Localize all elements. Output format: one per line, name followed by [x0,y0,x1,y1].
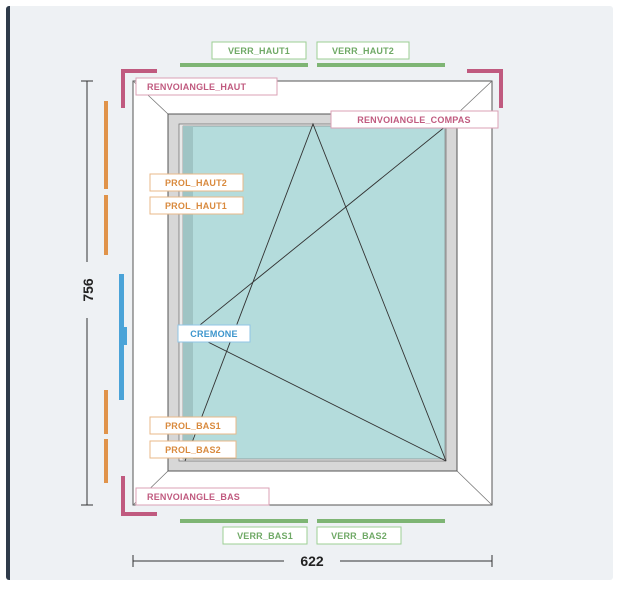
prol-haut2-tag: PROL_HAUT2 [149,173,244,192]
verr-haut1-bar [180,63,308,67]
renvoiangle-haut-label: RENVOIANGLE_HAUT [147,82,247,92]
prol-bas2-label: PROL_BAS2 [165,445,221,455]
prol-haut1-label: PROL_HAUT1 [165,201,227,211]
width-dimension-label: 622 [300,553,324,569]
height-dimension-label: 756 [80,278,96,302]
prol-bas2-tag: PROL_BAS2 [149,440,237,459]
verr-bas1-tag: VERR_BAS1 [222,526,308,545]
verr-haut2-bar [317,63,445,67]
renvoiangle-bas-tag: RENVOIANGLE_BAS [135,487,270,506]
verr-haut1-label: VERR_HAUT1 [228,46,290,56]
prol-haut2-label: PROL_HAUT2 [165,178,227,188]
prol-bas1-label: PROL_BAS1 [165,421,221,431]
verr-haut2-tag: VERR_HAUT2 [316,41,410,60]
cremone-label: CREMONE [190,329,237,339]
verr-bas1-label: VERR_BAS1 [237,531,293,541]
renvoiangle-haut-bracket [121,69,157,108]
renvoiangle-haut-tag: RENVOIANGLE_HAUT [135,77,278,96]
verr-bas2-tag: VERR_BAS2 [316,526,402,545]
renvoiangle-compas-label: RENVOIANGLE_COMPAS [357,115,470,125]
renvoiangle-compas-tag: RENVOIANGLE_COMPAS [330,110,499,129]
cremone-handle [119,327,127,345]
prol-haut2-bar [104,101,108,189]
renvoiangle-compas-bracket [467,69,503,108]
renvoiangle-bas-label: RENVOIANGLE_BAS [147,492,240,502]
prol-bas1-tag: PROL_BAS1 [149,416,237,435]
verr-bas2-label: VERR_BAS2 [331,531,387,541]
prol-bas2-bar [104,439,108,483]
cremone-tag: CREMONE [177,324,251,343]
miter-tr [456,80,493,115]
renvoiangle-bas-bracket [121,476,157,516]
prol-haut1-tag: PROL_HAUT1 [149,196,244,215]
glass-shade [183,126,193,459]
prol-haut1-bar [104,195,108,255]
verr-haut2-label: VERR_HAUT2 [332,46,394,56]
miter-br [456,470,493,506]
prol-bas1-bar [104,390,108,434]
verr-bas2-bar [317,519,445,523]
tilt-symbol [184,122,447,462]
verr-bas1-bar [180,519,308,523]
verr-haut1-tag: VERR_HAUT1 [211,41,307,60]
